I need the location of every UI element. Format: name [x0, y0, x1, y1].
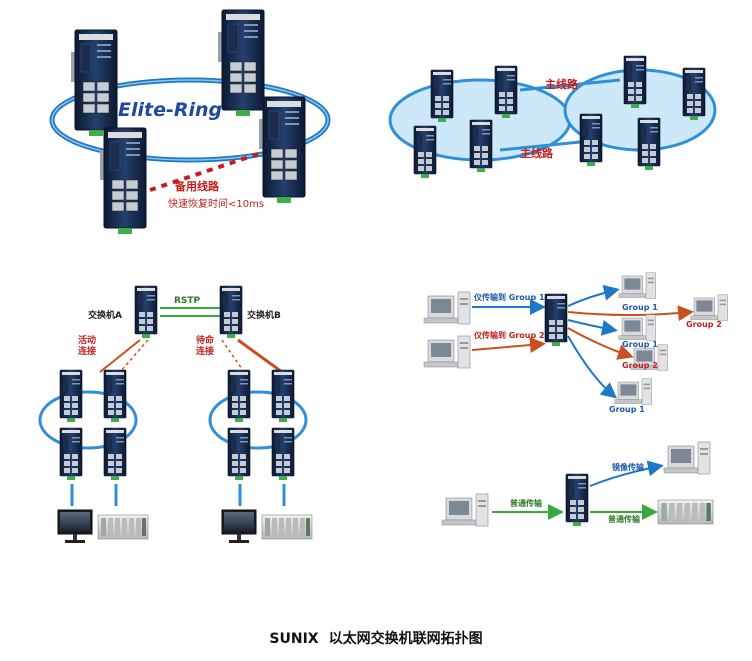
ring-highlight	[51, 79, 329, 161]
source-pc-2	[423, 335, 471, 369]
panel-elite-ring: Elite-Ring 备用线路 快速恢复时间<10ms	[49, 9, 331, 235]
diagram-caption: SUNIX 以太网交换机联网拓扑图	[0, 628, 752, 648]
normal-transfer-left-label: 普通传输	[510, 498, 543, 508]
dual-ring-switch-3	[413, 125, 437, 179]
multicast-switch	[544, 293, 568, 347]
mirror-transfer-label: 镜像传输	[612, 462, 645, 472]
left-sub-ring	[38, 390, 138, 450]
standby-link-label-1: 待命	[196, 334, 215, 346]
right-monitor-icon	[221, 509, 257, 544]
left-plc-icon	[97, 514, 149, 540]
target-pc-group1-c	[614, 378, 653, 405]
active-link-label-1: 活动	[78, 334, 96, 346]
standby-link-label-2: 连接	[196, 345, 214, 357]
ring-switch-1	[70, 29, 118, 137]
right-ring-switch-3	[227, 427, 251, 481]
out-arrow-group1-c	[567, 335, 618, 399]
normal-transfer-right-label: 普通传输	[608, 514, 641, 524]
group2-label-b: Group 2	[622, 361, 658, 370]
right-plc-icon	[261, 514, 313, 540]
mirror-source-pc	[441, 493, 489, 527]
main-line-top	[519, 78, 621, 92]
left-monitor-icon	[57, 509, 93, 544]
right-ring-switch-4	[271, 427, 295, 481]
right-sub-ring	[208, 390, 308, 450]
switch-a-label: 交换机A	[88, 309, 122, 321]
group1-label-a: Group 1	[622, 303, 658, 312]
right-ring-switch-1	[227, 369, 251, 423]
main-line-bottom-label: 主线路	[520, 146, 554, 160]
out-arrow-group1-b	[567, 319, 618, 336]
target-pc-group2-a	[690, 294, 728, 321]
input-label-group-2: 仪传输到 Group 2	[473, 330, 545, 340]
out-arrow-group2-a	[567, 305, 694, 322]
left-ring-switch-4	[103, 427, 127, 481]
panel-group-multicast: 仪传输到 Group 1 仪传输到 Group 2 Group 1 Group …	[423, 272, 728, 414]
source-pc-1	[423, 291, 471, 325]
mirror-transfer-arrow	[589, 460, 664, 487]
input-arrow-group-2	[471, 337, 546, 353]
left-ring-switch-2	[103, 369, 127, 423]
active-link-label-2: 连接	[78, 345, 96, 357]
dual-ring-switch-4	[469, 119, 493, 173]
out-arrow-group2-b	[567, 327, 634, 360]
group1-label-c: Group 1	[609, 405, 645, 414]
dual-ring-switch-8	[637, 117, 661, 171]
right-ring-switch-2	[271, 369, 295, 423]
active-link-a	[99, 339, 141, 373]
dual-ring-switch-1	[430, 69, 454, 123]
ring-switch-3	[258, 96, 306, 204]
target-pc-group1-b	[618, 314, 656, 341]
standby-link-b	[237, 338, 283, 374]
mirror-plc-icon	[657, 499, 714, 525]
panel-dual-ring: 主线路 主线路	[388, 55, 717, 179]
switch-b-label: 交换机B	[247, 309, 281, 321]
target-pc-group1-a	[618, 272, 656, 299]
rstp-label: RSTP	[174, 296, 201, 306]
panel-rstp: RSTP 交换机A 交换机B 活动 连接 待命 连接	[38, 285, 313, 544]
dual-ring-switch-7	[579, 113, 603, 167]
group1-label-b: Group 1	[622, 340, 658, 349]
switch-a	[134, 285, 158, 339]
group2-label-a: Group 2	[686, 320, 722, 329]
caption-title: 以太网交换机联网拓扑图	[328, 631, 483, 647]
ring-switch-2	[217, 9, 265, 117]
dual-ring-switch-5	[623, 55, 647, 109]
main-line-top-label: 主线路	[545, 77, 579, 91]
ring-name: Elite-Ring	[118, 99, 222, 121]
active-link-b	[119, 339, 149, 373]
dual-ring-switch-6	[682, 67, 706, 121]
caption-brand: SUNIX	[269, 631, 319, 647]
mirror-switch	[565, 473, 589, 527]
mirror-monitor-pc	[663, 441, 711, 475]
switch-b	[219, 285, 243, 339]
panel-port-mirroring: 普通传输 镜像传输 普通传输	[441, 441, 714, 527]
left-ring-switch-1	[59, 369, 83, 423]
recovery-time-label: 快速恢复时间<10ms	[168, 197, 264, 210]
left-ring-switch-3	[59, 427, 83, 481]
backup-line	[149, 148, 271, 192]
out-arrow-group1-a	[567, 284, 620, 307]
standby-link-a	[221, 339, 245, 373]
input-label-group-1: 仪传输到 Group 1	[473, 292, 545, 302]
backup-line-label: 备用线路	[174, 179, 220, 193]
ring-switch-4	[99, 127, 147, 235]
dual-ring-switch-2	[494, 65, 518, 119]
